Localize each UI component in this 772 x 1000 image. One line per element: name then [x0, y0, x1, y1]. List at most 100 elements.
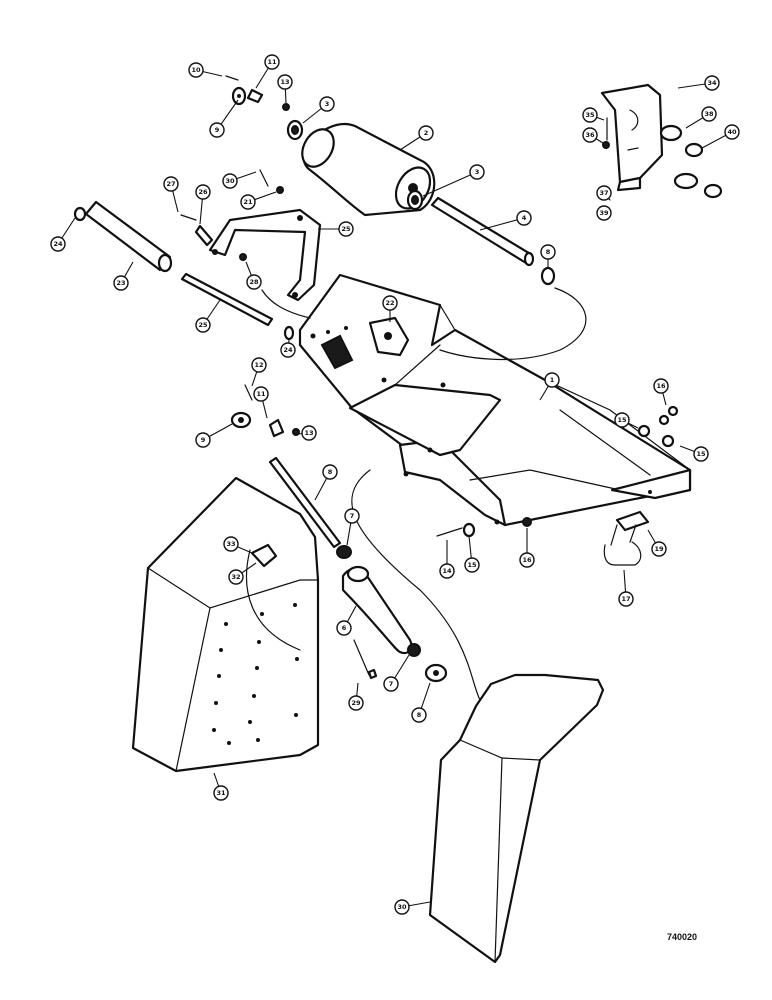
callout-circle: [704, 75, 720, 91]
side-cover: [131, 476, 320, 773]
lower-shaft: [84, 200, 173, 273]
hardware: [180, 75, 679, 680]
stand-bracket: [600, 83, 723, 214]
callout-8: 8: [314, 464, 338, 501]
callout-circle: [280, 342, 296, 358]
bail-bracket: [208, 208, 322, 302]
callout-15: 15: [464, 535, 480, 573]
callout-6: 6: [336, 605, 357, 636]
shafts-lower: [268, 456, 421, 657]
callout-36: 36: [582, 127, 604, 144]
callout-number: 9: [201, 436, 206, 444]
callout-24: 24: [50, 217, 76, 252]
callout-circle: [209, 122, 225, 138]
callout-circle: [50, 236, 66, 252]
callout-number: 16: [656, 382, 666, 390]
callout-number: 38: [704, 110, 714, 118]
callout-number: 30: [225, 177, 235, 185]
callout-13: 13: [297, 425, 317, 441]
callout-number: 24: [53, 240, 63, 248]
callout-number: 15: [696, 450, 706, 458]
callout-circle: [614, 412, 630, 428]
callout-circle: [322, 464, 338, 480]
callout-number: 36: [585, 131, 595, 139]
callout-circle: [195, 432, 211, 448]
callout-circle: [653, 378, 669, 394]
callout-number: 1: [550, 376, 555, 384]
callout-number: 8: [417, 711, 422, 719]
callout-8: 8: [411, 682, 431, 723]
callout-33: 33: [223, 536, 253, 554]
callout-9: 9: [195, 423, 233, 448]
callout-number: 13: [280, 78, 289, 86]
callout-circle: [418, 125, 434, 141]
callout-number: 21: [243, 198, 253, 206]
callout-number: 24: [283, 346, 293, 354]
callout-22: 22: [382, 295, 398, 322]
callout-number: 40: [727, 128, 737, 136]
callout-12: 12: [251, 357, 267, 387]
callout-number: 39: [599, 209, 609, 217]
callout-leader: [422, 171, 478, 197]
callout-number: 23: [116, 279, 125, 287]
callout-circle: [228, 569, 244, 585]
callout-number: 9: [215, 126, 220, 134]
callout-circle: [338, 221, 354, 237]
callout-19: 19: [647, 529, 667, 557]
callout-15: 15: [614, 412, 639, 429]
callout-circle: [223, 536, 239, 552]
callout-circle: [464, 557, 480, 573]
callout-7: 7: [383, 654, 410, 692]
callout-circle: [439, 563, 455, 579]
callout-number: 6: [342, 624, 347, 632]
callout-17: 17: [618, 569, 634, 607]
callout-number: 17: [621, 595, 630, 603]
figure-code: 740020: [667, 932, 697, 942]
callout-number: 7: [350, 512, 355, 520]
callout-circle: [195, 184, 211, 200]
callout-circle: [213, 785, 229, 801]
center-roller: [301, 122, 436, 217]
callout-number: 27: [166, 180, 175, 188]
callout-10: 10: [188, 62, 223, 78]
callout-40: 40: [701, 124, 740, 149]
callout-35: 35: [582, 107, 605, 123]
callout-circle: [411, 707, 427, 723]
callout-number: 15: [617, 416, 627, 424]
callout-circle: [348, 695, 364, 711]
callout-34: 34: [677, 75, 720, 91]
callout-circle: [618, 591, 634, 607]
callout-number: 4: [522, 214, 527, 222]
callout-circle: [701, 106, 717, 122]
callout-3: 3: [302, 96, 335, 124]
callout-circle: [246, 274, 262, 290]
callout-circle: [516, 210, 532, 226]
callout-28: 28: [245, 261, 262, 290]
callout-number: 19: [654, 545, 664, 553]
callout-circle: [264, 54, 280, 70]
callout-circle: [251, 357, 267, 373]
callout-number: 32: [231, 573, 240, 581]
callout-4: 4: [479, 210, 532, 231]
callout-39: 39: [596, 205, 612, 221]
callout-24: 24: [280, 339, 296, 358]
callout-number: 26: [198, 188, 208, 196]
callout-circle: [382, 295, 398, 311]
callout-circle: [582, 127, 598, 143]
callout-number: 28: [249, 278, 259, 286]
callout-circle: [188, 62, 204, 78]
callout-number: 8: [328, 468, 333, 476]
callout-number: 22: [385, 299, 394, 307]
callout-circle: [277, 74, 293, 90]
callout-25: 25: [195, 299, 221, 333]
callout-number: 3: [325, 100, 330, 108]
callout-circle: [596, 205, 612, 221]
callout-number: 34: [707, 79, 717, 87]
callout-2: 2: [399, 125, 434, 151]
callout-16: 16: [519, 528, 535, 568]
callout-27: 27: [163, 176, 179, 213]
callout-circle: [693, 446, 709, 462]
callout-30: 30: [222, 171, 257, 189]
